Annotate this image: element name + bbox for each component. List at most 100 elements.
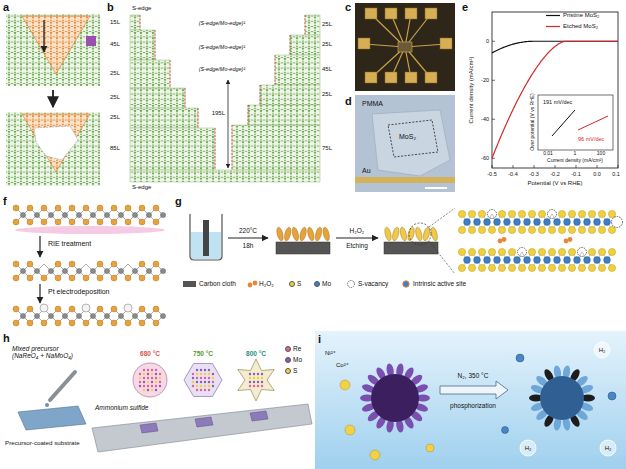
sulfur-atom <box>468 210 475 217</box>
atom-dot <box>204 389 206 391</box>
molybdenum-atom <box>584 257 591 264</box>
atom-dot <box>155 377 157 379</box>
sulfur-atom <box>558 210 565 217</box>
molybdenum-atom <box>90 313 95 318</box>
sulfur-atom <box>558 226 565 233</box>
legend-text: S <box>293 367 297 374</box>
atom-dot <box>261 373 263 375</box>
sulfur-atom <box>598 264 605 271</box>
layer-count: 15L <box>110 19 120 26</box>
legend-swatch <box>314 281 320 287</box>
atom-dot <box>261 377 263 379</box>
atom-dot <box>253 385 255 387</box>
atom-dot <box>151 385 153 387</box>
sulfur-atom <box>97 205 103 211</box>
temperature-label: 800 °C <box>246 350 266 357</box>
sulfur-atom <box>468 226 475 233</box>
atom-dot <box>155 389 157 391</box>
atom-dot <box>155 369 157 371</box>
sulfur-atom <box>458 248 465 255</box>
legend-icon <box>253 281 258 286</box>
crystal-domain <box>133 363 167 397</box>
sulfur-atom <box>508 210 515 217</box>
molybdenum-atom <box>574 257 581 264</box>
water-background <box>315 331 626 469</box>
atom-dot <box>139 381 141 383</box>
atom-dot <box>208 377 210 379</box>
active-site-circle <box>612 217 623 228</box>
triangle-domain <box>22 114 90 172</box>
sulfur-atom <box>111 261 117 267</box>
sulfur-atom <box>139 306 145 312</box>
sulfur-atom <box>588 210 595 217</box>
molybdenum-atom <box>464 219 471 226</box>
zoom-line <box>429 241 455 274</box>
molybdenum-atom <box>604 257 611 264</box>
layer-band <box>130 15 140 30</box>
layer-count: 195L <box>212 110 225 117</box>
condition-label: phosphorization <box>450 402 496 409</box>
mos2-nanosheet <box>283 227 292 242</box>
sulfur-atom <box>508 264 515 271</box>
sulfur-atom <box>488 264 495 271</box>
ion-label: Ni²⁺ <box>325 350 336 357</box>
contact-pad <box>405 72 417 83</box>
sulfur-atom <box>518 210 525 217</box>
ion-label: Co²⁺ <box>336 362 349 369</box>
atom-dot <box>159 385 161 387</box>
material-label: MoS₂ <box>399 133 416 141</box>
molybdenum-atom <box>160 212 165 217</box>
precursor-label: Mixed precursor (NaReO₄ + NaMoO₄) <box>12 345 86 359</box>
sulfur-atom <box>498 210 505 217</box>
sulfur-atom <box>578 226 585 233</box>
legend-swatch <box>285 357 291 363</box>
sulfur-atom <box>538 248 545 255</box>
sulfur-atom <box>153 205 159 211</box>
atom-dot <box>159 373 161 375</box>
axis-label: Current density (mA/cm²) <box>547 158 603 164</box>
reagent-label: Ammonium sulfide <box>95 404 148 411</box>
sulfur-atom <box>153 261 159 267</box>
sulfur-atom <box>478 264 485 271</box>
atom-dot <box>204 381 206 383</box>
molybdenum-atom <box>104 212 109 217</box>
sulfur-atom <box>518 226 525 233</box>
panel-letter: b <box>107 1 114 13</box>
thickness-arrow <box>228 80 229 168</box>
contact-pad <box>425 8 437 19</box>
molybdenum-atom <box>90 268 95 273</box>
atom-dot <box>257 381 259 383</box>
sulfur-atom <box>69 261 75 267</box>
atom-dot <box>249 373 251 375</box>
carbon-cloth <box>384 242 438 254</box>
coated-substrate <box>195 417 213 427</box>
sulfur-atom <box>111 275 117 281</box>
atom-dot <box>208 385 210 387</box>
tafel-line <box>552 110 575 136</box>
tafel-line <box>578 116 608 130</box>
zoom-circle <box>409 223 431 245</box>
legend-text: Etched MoS₂ <box>563 23 598 30</box>
molybdenum-atom <box>534 257 541 264</box>
atom-dot <box>147 381 149 383</box>
sulfur-atom <box>13 320 19 326</box>
tick <box>534 165 535 168</box>
edge-label: (S-edge/Mo-edge)¹ <box>199 44 245 50</box>
etched-curve <box>492 41 618 158</box>
micrograph <box>355 95 455 192</box>
edge-line <box>275 55 276 85</box>
plot-frame <box>492 12 618 168</box>
atom-dot <box>261 381 263 383</box>
material-label: PMMA <box>362 100 383 108</box>
layer-band <box>130 128 215 170</box>
etched-hole <box>34 126 78 160</box>
layer-band <box>130 60 170 88</box>
carbon-cloth <box>203 220 209 256</box>
sulfur-atom <box>478 226 485 233</box>
molybdenum-atom <box>20 313 25 318</box>
layer-count: 25L <box>322 91 332 98</box>
tick <box>513 165 514 168</box>
mos2-nanosheet <box>322 227 331 242</box>
legend-text: Carbon cloth <box>199 280 236 287</box>
atom-dot <box>155 373 157 375</box>
